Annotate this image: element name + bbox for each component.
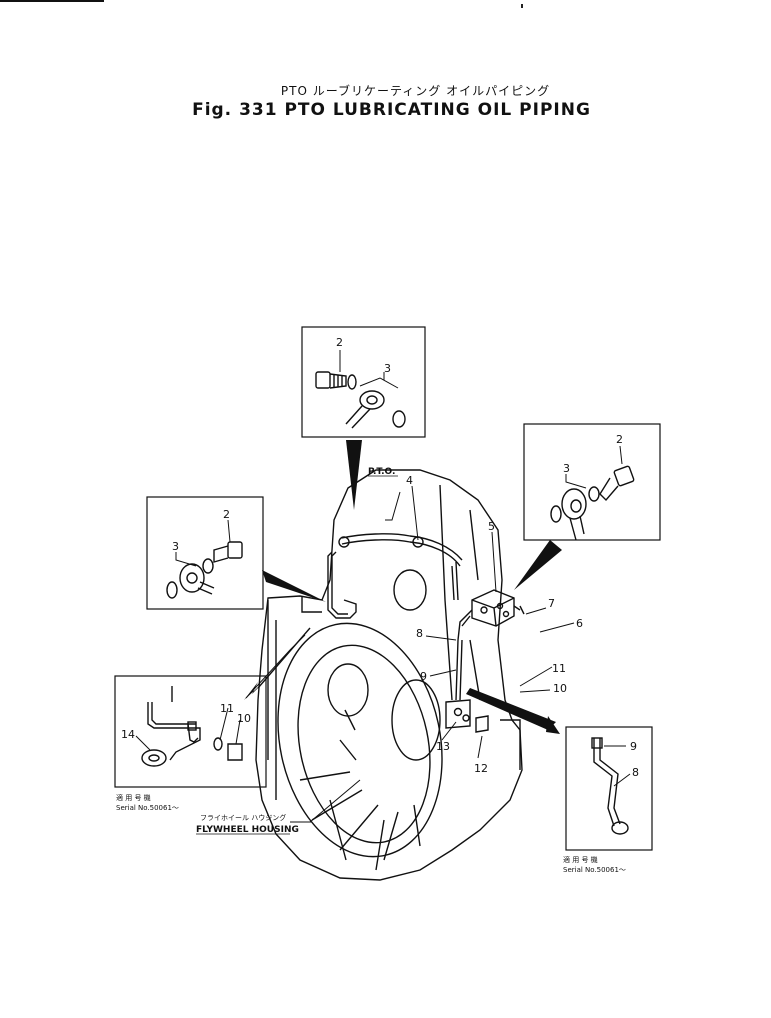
oil-block	[457, 589, 525, 641]
callout-left-2: 2	[223, 508, 230, 521]
callout-8: 8	[416, 627, 423, 640]
arrow-right	[514, 540, 562, 590]
callout-top-3: 3	[384, 362, 391, 375]
callout-10: 10	[553, 682, 567, 695]
serial-jp-right: 適 用 号 機	[563, 855, 598, 864]
callout-left-3: 3	[172, 540, 179, 553]
callout-right-2: 2	[616, 433, 623, 446]
serial-left: Serial No.50061～	[116, 804, 179, 812]
lubrication-pipe-lower	[445, 639, 489, 733]
detail-box-top	[301, 326, 426, 438]
detail-box-left	[146, 496, 264, 610]
banjo-fitting-right	[550, 488, 587, 541]
title-japanese: PTO ルーブリケーティング オイルパイピング	[280, 84, 551, 98]
banjo-bolt-top	[315, 371, 357, 390]
callout-bl-10: 10	[237, 712, 251, 725]
callout-right-3: 3	[563, 462, 570, 475]
callout-9: 9	[420, 670, 427, 683]
serial-right: Serial No.50061～	[563, 866, 626, 874]
leader-lines	[309, 485, 575, 823]
label-pto: P.T.O.	[368, 467, 395, 477]
banjo-fitting-left	[166, 563, 215, 599]
flywheel-label-en: FLYWHEEL HOUSING	[196, 825, 299, 835]
callout-7: 7	[548, 597, 555, 610]
callout-13: 13	[436, 740, 450, 753]
banjo-fitting-top	[345, 390, 406, 429]
figure-title: Fig. 331 PTO LUBRICATING OIL PIPING	[192, 100, 591, 120]
callout-top-2: 2	[336, 336, 343, 349]
lubrication-pipe-upper	[327, 533, 463, 619]
callout-6: 6	[576, 617, 583, 630]
arrow-bottom-right	[466, 688, 556, 730]
callout-11: 11	[552, 662, 566, 675]
flywheel-label-jp: フライホイール ハウジング	[200, 813, 286, 822]
callout-5: 5	[488, 520, 495, 533]
flywheel-housing-body	[255, 469, 523, 881]
callout-bl-11: 11	[220, 702, 234, 715]
banjo-bolt-right	[588, 465, 635, 502]
pipe-detail-bottom-left	[141, 686, 243, 767]
corner-rule	[0, 0, 104, 2]
detail-box-bottom-right	[565, 726, 653, 851]
arrow-left	[262, 570, 326, 602]
callout-br-8: 8	[632, 766, 639, 779]
callout-br-9: 9	[630, 740, 637, 753]
callout-12: 12	[474, 762, 488, 775]
detail-box-right	[523, 423, 661, 541]
callout-4: 4	[406, 474, 413, 487]
banjo-bolt-left	[202, 541, 243, 574]
detail-box-bottom-left	[114, 675, 267, 788]
pipe-detail-bottom-right	[591, 737, 629, 835]
corner-mark	[521, 4, 523, 8]
serial-jp-left: 適 用 号 機	[116, 793, 151, 802]
arrow-top	[346, 440, 362, 510]
callout-bl-14: 14	[121, 728, 135, 741]
